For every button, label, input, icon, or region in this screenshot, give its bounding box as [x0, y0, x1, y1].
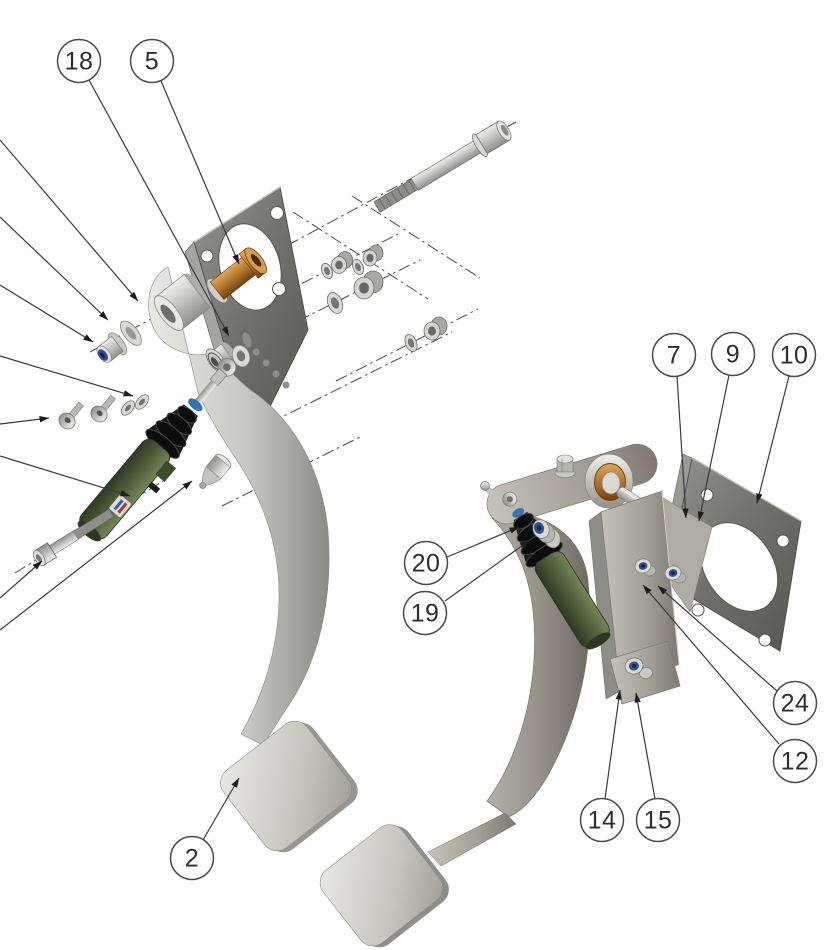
callout-balloon-15: 15	[635, 797, 681, 843]
svg-text:2: 2	[185, 845, 199, 873]
leader-24	[657, 585, 778, 692]
pivot-bolt	[373, 120, 512, 213]
pedestal-face-nuts	[634, 558, 687, 584]
pedestal-bracket	[588, 490, 713, 700]
svg-text:20: 20	[412, 550, 441, 578]
pedal-stem-right	[427, 812, 517, 867]
callout-balloon-2: 2	[169, 835, 215, 881]
blade-slot	[242, 332, 252, 348]
callout-balloon-18: 18	[56, 38, 102, 84]
pushrod-blue-ring	[188, 398, 203, 412]
leader-offscreen-2	[0, 216, 109, 321]
leader-offscreen-1	[0, 139, 139, 302]
pivot-spacer	[153, 273, 212, 331]
leader-9	[697, 374, 730, 522]
clevis-nylock-nut	[532, 519, 561, 549]
leader-7	[676, 375, 689, 519]
svg-text:9: 9	[726, 341, 740, 369]
bullet-spacer	[199, 453, 232, 489]
svg-text:5: 5	[145, 48, 159, 76]
leader-14	[604, 689, 622, 800]
leader-offscreen-7	[0, 560, 43, 599]
pivot-washer-and-nylock-nut	[96, 320, 142, 363]
bleed-fitting	[147, 481, 161, 494]
leader-offscreen-6	[0, 455, 131, 497]
svg-text:7: 7	[667, 342, 681, 370]
hardware-cluster	[321, 244, 448, 352]
cylinder-label	[109, 495, 131, 518]
leader-2	[202, 777, 240, 841]
callout-balloon-9: 9	[710, 331, 756, 377]
leader-12	[642, 584, 780, 745]
pedal-pad-right	[319, 824, 449, 948]
svg-text:10: 10	[780, 342, 809, 370]
button-head-screws	[58, 394, 150, 430]
callout-balloon-24: 24	[772, 680, 818, 726]
leader-18	[88, 79, 230, 337]
svg-text:19: 19	[411, 600, 440, 628]
pedestal-foot	[609, 640, 681, 705]
svg-text:12: 12	[781, 748, 810, 776]
leader-15	[634, 692, 656, 800]
callout-balloons: 18 5 7 9 10 20 19 24	[56, 38, 818, 881]
callout-balloon-12: 12	[772, 738, 818, 784]
svg-text:14: 14	[588, 807, 617, 835]
leader-5	[160, 80, 240, 265]
link-arm-bolt	[554, 454, 576, 478]
master-cylinder-right	[502, 491, 611, 650]
svg-text:18: 18	[65, 48, 94, 76]
leader-offscreen-3	[0, 284, 94, 343]
leader-10	[756, 375, 790, 504]
callout-balloon-14: 14	[579, 797, 625, 843]
callout-balloon-10: 10	[771, 332, 817, 378]
svg-text:24: 24	[781, 690, 810, 718]
callout-balloon-20: 20	[403, 540, 449, 586]
leader-offscreen-5	[0, 415, 50, 425]
pedal-pad-left	[220, 720, 358, 853]
leader-offscreen-8	[0, 480, 193, 631]
callout-balloon-7: 7	[651, 332, 697, 378]
callout-balloon-19: 19	[402, 590, 448, 636]
svg-text:15: 15	[644, 807, 673, 835]
socket-cap-screw	[32, 508, 115, 566]
leader-19	[444, 539, 531, 602]
hub-washer	[231, 344, 251, 368]
left-assembly	[32, 120, 512, 853]
plate-bore	[699, 522, 779, 612]
mounting-bracket-plate-right	[656, 453, 802, 652]
callout-balloon-5: 5	[129, 38, 175, 84]
pivot-bushing-bronze	[206, 247, 267, 304]
upper-link-arm	[480, 443, 658, 525]
right-assembly	[319, 443, 802, 948]
leader-offscreen-4	[0, 355, 134, 397]
pushrod-clevis	[193, 357, 237, 407]
leader-20	[446, 526, 520, 558]
foot-nylock-nut	[624, 657, 644, 675]
leader-lines	[0, 79, 790, 841]
